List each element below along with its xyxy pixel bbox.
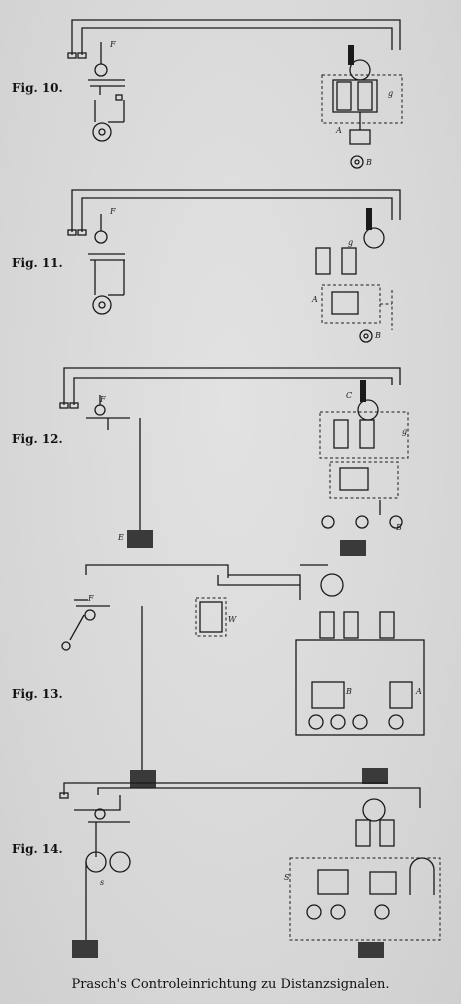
svg-text:B: B — [395, 523, 402, 532]
figure-12-diagram: F E C g B — [59, 367, 409, 556]
svg-text:g: g — [388, 89, 393, 98]
figure-label-11: Fig. 11. — [12, 256, 63, 270]
svg-text:g: g — [348, 238, 353, 247]
svg-text:B: B — [345, 687, 352, 696]
svg-text:C: C — [346, 391, 352, 400]
figure-13-diagram: W F A B — [61, 564, 425, 788]
figure-11-diagram: F g A B — [67, 189, 401, 343]
figure-14-diagram: S s — [59, 782, 441, 958]
figure-label-14: Fig. 14. — [12, 842, 63, 856]
figure-caption: Prasch's Controleinrichtung zu Distanzsi… — [71, 977, 390, 992]
svg-text:g: g — [402, 427, 407, 436]
figure-label-10: Fig. 10. — [12, 81, 63, 95]
svg-text:E: E — [117, 533, 124, 542]
svg-text:F: F — [109, 40, 116, 49]
figure-label-12: Fig. 12. — [12, 432, 63, 446]
svg-text:A: A — [335, 126, 342, 135]
svg-text:B: B — [365, 158, 372, 167]
svg-text:S: S — [284, 873, 290, 882]
figure-label-13: Fig. 13. — [12, 687, 63, 701]
svg-text:s: s — [100, 878, 104, 887]
svg-text:F: F — [99, 395, 106, 404]
svg-text:F: F — [109, 207, 116, 216]
svg-text:A: A — [311, 295, 318, 304]
svg-text:W: W — [228, 615, 237, 624]
svg-text:B: B — [374, 331, 381, 340]
figure-10-diagram: F g A B — [67, 19, 403, 169]
svg-text:A: A — [415, 687, 422, 696]
svg-text:F: F — [87, 594, 94, 603]
